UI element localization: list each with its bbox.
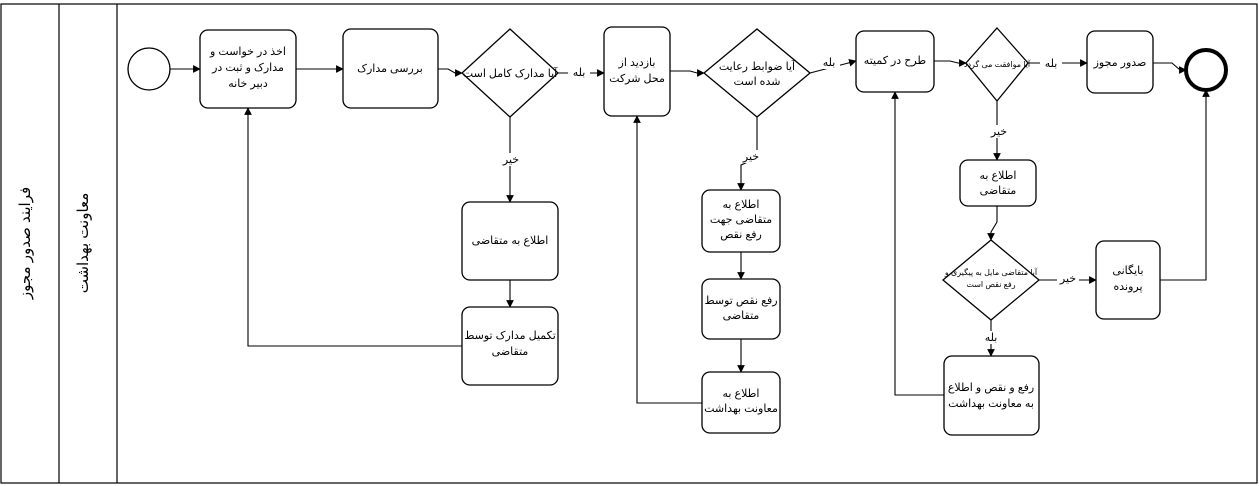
svg-text:اطلاع به متقاضی: اطلاع به متقاضی xyxy=(472,235,549,247)
svg-text:آیا موافقت می گردد: آیا موافقت می گردد xyxy=(964,59,1031,69)
pool-title: فرایند صدور مجوز xyxy=(17,187,34,300)
label-no-3: خیر xyxy=(988,125,1010,138)
start-event[interactable] xyxy=(127,47,171,91)
svg-text:بله: بله xyxy=(1045,58,1058,70)
flow-deputy-back-to-visit xyxy=(633,115,702,404)
task-notify-applicant-1[interactable]: اطلاع به متقاضی xyxy=(461,201,559,281)
svg-text:خیر: خیر xyxy=(1059,273,1076,285)
flow-visit-to-gateway2 xyxy=(670,69,705,77)
label-yes-4: بله xyxy=(980,331,1002,344)
task-review-documents[interactable]: بررسی مدارک xyxy=(342,28,439,109)
gateway-documents-complete[interactable]: آیا مدارک کامل است xyxy=(461,28,559,118)
svg-text:خیر: خیر xyxy=(990,126,1007,138)
svg-text:بررسی مدارک: بررسی مدارک xyxy=(357,63,423,75)
lane-title: معاونت بهداشت xyxy=(75,193,92,294)
svg-text:بله: بله xyxy=(573,67,586,79)
flow-review-to-gateway1 xyxy=(438,68,463,77)
label-yes-2: بله xyxy=(818,56,840,69)
label-yes-3: بله xyxy=(1040,57,1062,70)
flow-archive-to-end xyxy=(1160,89,1210,281)
svg-text:آیا مدارک کامل است: آیا مدارک کامل است xyxy=(463,66,558,80)
flow-committee-to-gateway3 xyxy=(934,59,967,67)
task-committee-review[interactable]: طرح در کمیته xyxy=(855,30,935,93)
svg-text:صدور مجوز: صدور مجوز xyxy=(1093,57,1147,69)
flow-complete-back-to-register xyxy=(244,107,462,347)
label-no-4: خیر xyxy=(1057,272,1079,285)
svg-text:خیر: خیر xyxy=(742,151,759,163)
svg-text:خیر: خیر xyxy=(502,154,519,166)
label-yes-1: بله xyxy=(568,66,590,79)
task-issue-license[interactable]: صدور مجوز xyxy=(1086,30,1154,94)
flow-notify2-to-gateway4 xyxy=(987,206,998,241)
flow-license-to-end xyxy=(1153,62,1187,74)
label-no-2: خیر xyxy=(740,150,762,163)
label-no-1: خیر xyxy=(500,153,522,166)
svg-text:بله: بله xyxy=(985,332,998,344)
svg-text:طرح در کمیته: طرح در کمیته xyxy=(864,55,927,67)
flow-fix-back-to-committee xyxy=(891,91,944,396)
end-event[interactable] xyxy=(1184,48,1228,92)
svg-text:بله: بله xyxy=(823,57,836,69)
